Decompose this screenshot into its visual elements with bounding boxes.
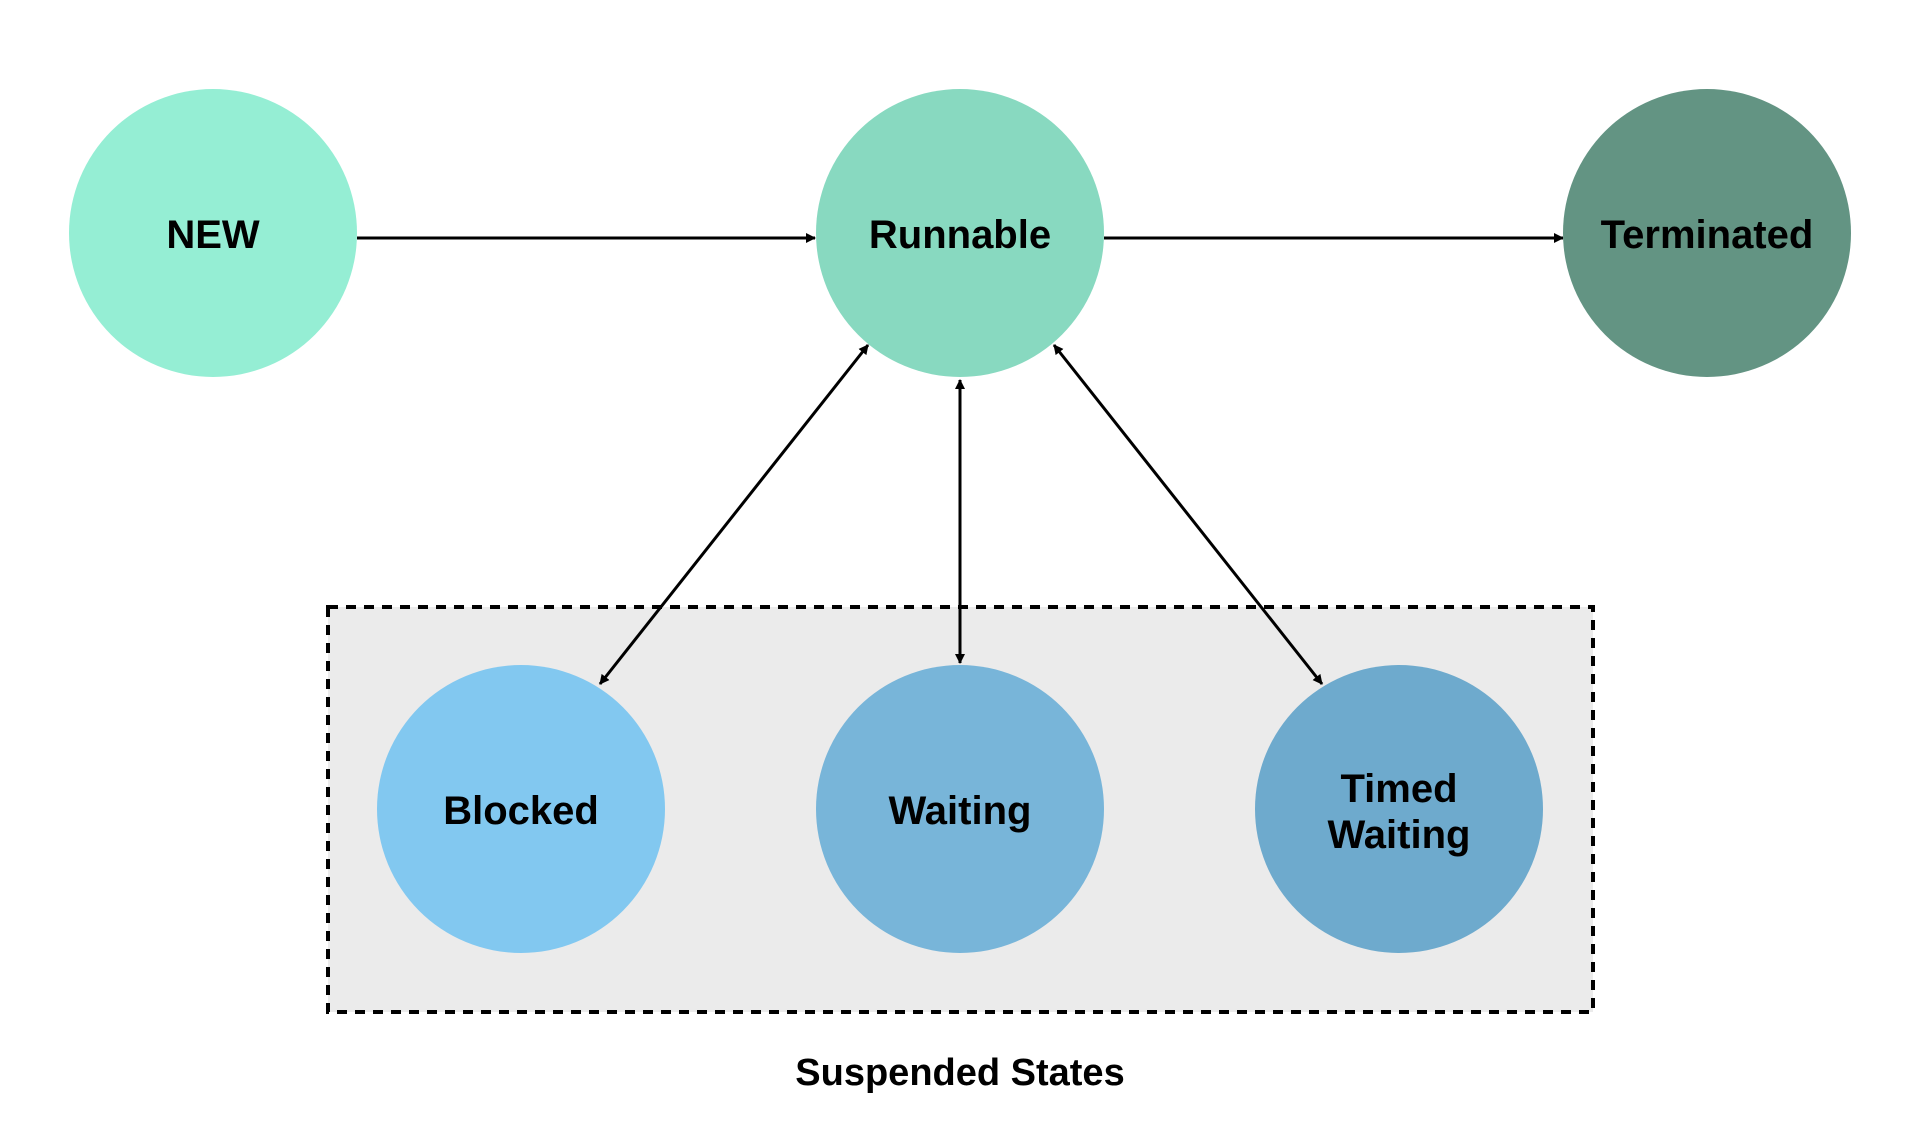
node-terminated-circle xyxy=(1563,89,1851,377)
edge-runnable-blocked xyxy=(598,344,870,685)
node-terminated: Terminated xyxy=(1563,89,1851,377)
node-blocked: Blocked xyxy=(377,665,665,953)
node-blocked-label: Blocked xyxy=(443,789,599,833)
node-waiting: Waiting xyxy=(816,665,1104,953)
node-timed-waiting-label-line1: Timed xyxy=(1340,767,1457,811)
node-waiting-circle xyxy=(816,665,1104,953)
node-blocked-circle xyxy=(377,665,665,953)
node-terminated-label: Terminated xyxy=(1601,213,1814,257)
suspended-states-label: Suspended States xyxy=(795,1052,1124,1094)
node-runnable-label: Runnable xyxy=(869,213,1051,257)
node-runnable: Runnable xyxy=(816,89,1104,377)
node-new: NEW xyxy=(69,89,357,377)
node-new-label: NEW xyxy=(166,213,260,257)
edge-runnable-timed-waiting xyxy=(1052,344,1324,685)
node-timed-waiting-label-line2: Waiting xyxy=(1328,813,1471,857)
node-waiting-label: Waiting xyxy=(889,789,1032,833)
node-runnable-circle xyxy=(816,89,1104,377)
node-new-circle xyxy=(69,89,357,377)
node-timed-waiting: Timed Waiting xyxy=(1255,665,1543,953)
node-timed-waiting-circle xyxy=(1255,665,1543,953)
